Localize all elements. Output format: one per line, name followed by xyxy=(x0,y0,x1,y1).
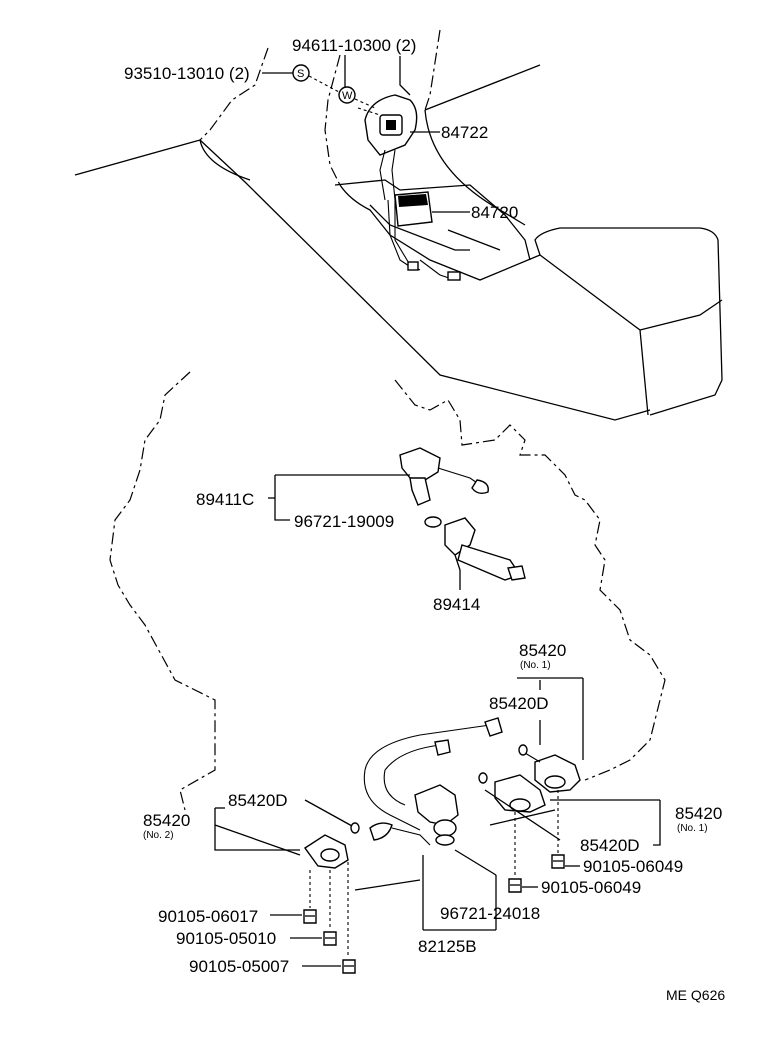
label-93510-13010: 93510-13010 (2) xyxy=(124,64,250,83)
label-89414: 89414 xyxy=(433,595,480,614)
symbol-w-label: W xyxy=(342,90,353,102)
o-ring-85420d-lower xyxy=(478,772,488,784)
label-85420-right-sub: (No. 1) xyxy=(677,823,708,834)
label-96721-24018: 96721-24018 xyxy=(440,904,540,923)
label-90105-06017: 90105-06017 xyxy=(158,907,258,926)
driven-gear xyxy=(444,517,526,590)
solenoid-no1-upper xyxy=(519,749,581,793)
bolt-90105-05007 xyxy=(342,959,356,974)
bolt-90105-06017 xyxy=(303,909,317,924)
label-84720: 84720 xyxy=(471,203,518,222)
center-console xyxy=(74,29,723,421)
footer-code: ME Q626 xyxy=(666,987,725,1003)
label-90105-06049-b: 90105-06049 xyxy=(541,878,641,897)
bolt-90105-06049-a xyxy=(551,854,565,869)
wire-harness xyxy=(363,717,503,846)
label-85420d-left: 85420D xyxy=(228,791,288,810)
speed-sensor xyxy=(399,447,489,506)
bolt-90105-06049-b xyxy=(508,878,522,893)
label-85420d-top: 85420D xyxy=(489,694,549,713)
label-85420-top-sub: (No. 1) xyxy=(520,660,551,671)
bolt-90105-05010 xyxy=(323,931,337,946)
label-90105-05010: 90105-05010 xyxy=(176,929,276,948)
solenoid-no1-lower xyxy=(494,774,546,813)
symbol-w-circle xyxy=(338,86,356,104)
label-96721-19009: 96721-19009 xyxy=(294,512,394,531)
label-82125b: 82125B xyxy=(418,937,477,956)
o-ring-85420d-left xyxy=(350,822,360,834)
label-85420d-right: 85420D xyxy=(580,836,640,855)
transmission-outline xyxy=(109,371,666,891)
label-85420-left-sub: (No. 2) xyxy=(143,830,174,841)
label-85420-top: 85420 xyxy=(519,641,566,660)
o-ring-85420d-upper xyxy=(518,744,528,756)
pattern-select-switch xyxy=(357,94,418,201)
label-90105-05007: 90105-05007 xyxy=(189,957,289,976)
o-ring-small xyxy=(424,516,442,528)
label-85420-right: 85420 xyxy=(675,804,722,823)
label-94611-10300: 94611-10300 (2) xyxy=(292,36,416,55)
label-90105-06049-a: 90105-06049 xyxy=(583,857,683,876)
solenoid-no2 xyxy=(304,834,349,869)
label-85420-left: 85420 xyxy=(143,811,190,830)
label-89411c: 89411C xyxy=(196,490,254,509)
label-84722: 84722 xyxy=(441,123,488,142)
symbol-s-label: S xyxy=(297,68,304,80)
wire-harness-connector xyxy=(394,191,461,281)
